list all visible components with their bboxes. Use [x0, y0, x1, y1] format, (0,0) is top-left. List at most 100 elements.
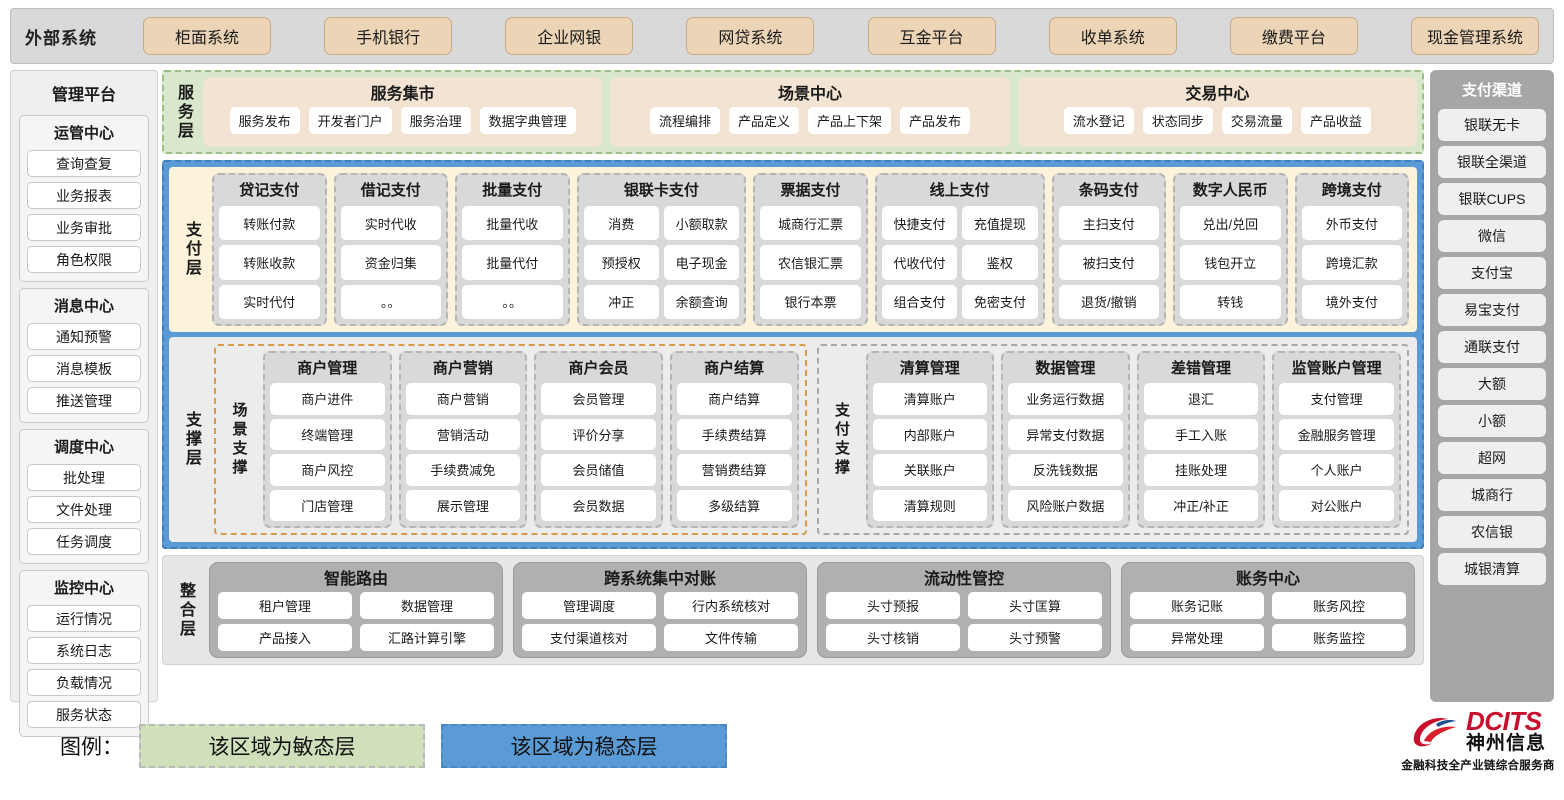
- support-item[interactable]: 会员储值: [541, 454, 656, 486]
- service-item[interactable]: 产品发布: [900, 107, 971, 134]
- payment-item[interactable]: 转钱: [1180, 284, 1281, 319]
- support-item[interactable]: 评价分享: [541, 418, 656, 450]
- admin-item[interactable]: 查询查复: [27, 150, 141, 177]
- payment-item[interactable]: 冲正: [583, 284, 659, 319]
- payment-channel-item[interactable]: 易宝支付: [1438, 294, 1546, 326]
- support-item[interactable]: 展示管理: [405, 489, 521, 521]
- admin-item[interactable]: 角色权限: [27, 246, 141, 273]
- admin-item[interactable]: 通知预警: [27, 323, 141, 350]
- support-item[interactable]: 金融服务管理: [1279, 418, 1394, 450]
- payment-channel-item[interactable]: 农信银: [1438, 516, 1546, 548]
- payment-channel-item[interactable]: 超网: [1438, 442, 1546, 474]
- payment-item[interactable]: 充值提现: [962, 206, 1038, 241]
- support-item[interactable]: 个人账户: [1279, 454, 1394, 486]
- payment-item[interactable]: 预授权: [583, 245, 659, 280]
- external-system-item[interactable]: 企业网银: [505, 17, 634, 55]
- payment-item[interactable]: 外币支付: [1301, 206, 1403, 241]
- integration-item[interactable]: 头寸预报: [826, 592, 960, 619]
- integration-item[interactable]: 账务记账: [1130, 592, 1264, 619]
- integration-item[interactable]: 头寸核销: [826, 624, 960, 651]
- support-item[interactable]: 营销费结算: [676, 454, 792, 486]
- payment-item[interactable]: 快捷支付: [881, 206, 958, 241]
- admin-item[interactable]: 文件处理: [27, 496, 141, 523]
- support-item[interactable]: 业务运行数据: [1008, 383, 1123, 415]
- admin-item[interactable]: 任务调度: [27, 528, 141, 555]
- external-system-item[interactable]: 缴费平台: [1229, 17, 1358, 55]
- payment-item[interactable]: 鉴权: [962, 245, 1038, 280]
- service-item[interactable]: 产品上下架: [807, 107, 891, 134]
- payment-item[interactable]: 城商行汇票: [760, 206, 861, 241]
- integration-item[interactable]: 行内系统核对: [664, 592, 798, 619]
- payment-item[interactable]: 资金归集: [340, 245, 441, 280]
- integration-item[interactable]: 头寸匡算: [968, 592, 1102, 619]
- service-item[interactable]: 状态同步: [1142, 107, 1213, 134]
- payment-item[interactable]: 小额取款: [663, 206, 740, 241]
- payment-item[interactable]: 免密支付: [962, 284, 1038, 319]
- support-item[interactable]: 手工入账: [1143, 418, 1259, 450]
- service-item[interactable]: 流水登记: [1063, 107, 1134, 134]
- support-item[interactable]: 多级结算: [676, 489, 792, 521]
- support-item[interactable]: 反洗钱数据: [1008, 454, 1123, 486]
- support-item[interactable]: 商户营销: [405, 383, 521, 415]
- payment-item[interactable]: 跨境汇款: [1301, 245, 1403, 280]
- payment-item[interactable]: 被扫支付: [1058, 245, 1160, 280]
- admin-item[interactable]: 业务报表: [27, 182, 141, 209]
- payment-item[interactable]: 。。: [340, 284, 441, 319]
- support-item[interactable]: 冲正/补正: [1143, 489, 1259, 521]
- support-item[interactable]: 会员管理: [541, 383, 656, 415]
- support-item[interactable]: 手续费减免: [405, 454, 521, 486]
- payment-item[interactable]: 组合支付: [881, 284, 958, 319]
- service-item[interactable]: 产品收益: [1300, 107, 1371, 134]
- support-item[interactable]: 清算账户: [872, 383, 988, 415]
- external-system-item[interactable]: 网贷系统: [686, 17, 815, 55]
- payment-channel-item[interactable]: 银联CUPS: [1438, 183, 1546, 215]
- integration-item[interactable]: 异常处理: [1130, 624, 1264, 651]
- support-item[interactable]: 门店管理: [270, 489, 385, 521]
- payment-item[interactable]: 转账收款: [219, 245, 320, 280]
- payment-channel-item[interactable]: 银联全渠道: [1438, 146, 1546, 178]
- external-system-item[interactable]: 手机银行: [324, 17, 453, 55]
- external-system-item[interactable]: 收单系统: [1048, 17, 1177, 55]
- support-item[interactable]: 异常支付数据: [1008, 418, 1123, 450]
- support-item[interactable]: 会员数据: [541, 489, 656, 521]
- admin-item[interactable]: 系统日志: [27, 637, 141, 664]
- payment-item[interactable]: 电子现金: [663, 245, 740, 280]
- payment-item[interactable]: 主扫支付: [1058, 206, 1160, 241]
- service-item[interactable]: 服务发布: [229, 107, 300, 134]
- admin-item[interactable]: 服务状态: [27, 701, 141, 728]
- admin-item[interactable]: 业务审批: [27, 214, 141, 241]
- payment-item[interactable]: 消费: [583, 206, 659, 241]
- external-system-item[interactable]: 互金平台: [867, 17, 996, 55]
- support-item[interactable]: 退汇: [1143, 383, 1259, 415]
- support-item[interactable]: 营销活动: [405, 418, 521, 450]
- service-item[interactable]: 服务治理: [400, 107, 471, 134]
- service-item[interactable]: 产品定义: [728, 107, 799, 134]
- integration-item[interactable]: 头寸预警: [968, 624, 1102, 651]
- admin-item[interactable]: 推送管理: [27, 387, 141, 414]
- integration-item[interactable]: 数据管理: [360, 592, 494, 619]
- payment-channel-item[interactable]: 小额: [1438, 405, 1546, 437]
- support-item[interactable]: 支付管理: [1279, 383, 1394, 415]
- payment-channel-item[interactable]: 通联支付: [1438, 331, 1546, 363]
- payment-channel-item[interactable]: 支付宝: [1438, 257, 1546, 289]
- integration-item[interactable]: 产品接入: [218, 624, 352, 651]
- payment-item[interactable]: 批量代收: [462, 206, 563, 241]
- service-item[interactable]: 数据字典管理: [479, 107, 576, 134]
- payment-channel-item[interactable]: 银联无卡: [1438, 109, 1546, 141]
- admin-item[interactable]: 消息模板: [27, 355, 141, 382]
- payment-item[interactable]: 代收代付: [881, 245, 958, 280]
- payment-item[interactable]: 批量代付: [462, 245, 563, 280]
- support-item[interactable]: 风险账户数据: [1008, 489, 1123, 521]
- support-item[interactable]: 对公账户: [1279, 489, 1394, 521]
- support-item[interactable]: 清算规则: [872, 489, 988, 521]
- support-item[interactable]: 内部账户: [872, 418, 988, 450]
- integration-item[interactable]: 支付渠道核对: [522, 624, 656, 651]
- support-item[interactable]: 商户结算: [676, 383, 792, 415]
- integration-item[interactable]: 账务风控: [1272, 592, 1406, 619]
- payment-item[interactable]: 实时代收: [340, 206, 441, 241]
- integration-item[interactable]: 汇路计算引擎: [360, 624, 494, 651]
- admin-item[interactable]: 负载情况: [27, 669, 141, 696]
- external-system-item[interactable]: 柜面系统: [143, 17, 271, 55]
- support-item[interactable]: 关联账户: [872, 454, 988, 486]
- service-item[interactable]: 流程编排: [649, 107, 720, 134]
